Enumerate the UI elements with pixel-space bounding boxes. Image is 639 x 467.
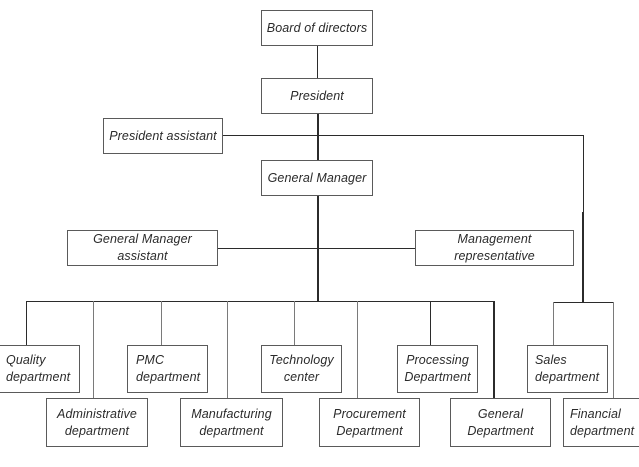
node-label: Quality department bbox=[6, 353, 71, 384]
node-label: Sales department bbox=[535, 353, 600, 384]
node-label: PMC department bbox=[136, 353, 201, 384]
connector-management-rep-horizontal bbox=[317, 248, 415, 249]
node-board-of-directors[interactable]: Board of directors bbox=[261, 10, 373, 46]
node-label: Processing Department bbox=[404, 353, 471, 384]
connector-president-assistant-drop-upper bbox=[583, 135, 584, 212]
node-processing-department[interactable]: Processing Department bbox=[397, 345, 478, 393]
node-label: Financial department bbox=[570, 406, 635, 438]
drop-general-department bbox=[493, 301, 495, 398]
node-label: Manufacturing department bbox=[191, 406, 272, 438]
drop-sales-department bbox=[553, 302, 554, 345]
drop-manufacturing-department bbox=[227, 301, 228, 398]
node-label: Technology center bbox=[269, 353, 334, 384]
node-administrative-department[interactable]: Administrative department bbox=[46, 398, 148, 447]
connector-gm-assistant-horizontal bbox=[218, 248, 318, 249]
connector-president-assistant-drop-lower bbox=[582, 212, 584, 302]
node-manufacturing-department[interactable]: Manufacturing department bbox=[180, 398, 283, 447]
node-label: Board of directors bbox=[266, 20, 368, 35]
connector-board-to-president bbox=[317, 46, 318, 78]
node-president[interactable]: President bbox=[261, 78, 373, 114]
bus-departments-right bbox=[553, 302, 614, 303]
connector-president-to-general-manager bbox=[317, 114, 319, 160]
node-technology-center[interactable]: Technology center bbox=[261, 345, 342, 393]
connector-general-manager-trunk bbox=[317, 196, 319, 302]
connector-president-assistant-horizontal bbox=[223, 135, 583, 136]
node-label: General Manager assistant bbox=[93, 232, 192, 263]
drop-processing-department bbox=[430, 301, 431, 345]
drop-procurement-department bbox=[357, 301, 358, 398]
node-quality-department[interactable]: Quality department bbox=[0, 345, 80, 393]
node-label: President assistant bbox=[109, 128, 217, 143]
node-label: President bbox=[290, 88, 344, 103]
node-financial-department[interactable]: Financial department bbox=[563, 398, 639, 447]
node-management-representative[interactable]: Management representative bbox=[415, 230, 574, 266]
node-general-manager[interactable]: General Manager bbox=[261, 160, 373, 196]
node-procurement-department[interactable]: Procurement Department bbox=[319, 398, 420, 447]
node-label: Procurement Department bbox=[333, 406, 406, 438]
drop-quality-department bbox=[26, 301, 27, 345]
drop-financial-department bbox=[613, 302, 614, 398]
node-label: Management representative bbox=[454, 232, 535, 263]
node-label: Administrative department bbox=[57, 406, 137, 438]
drop-technology-center bbox=[294, 301, 295, 345]
node-president-assistant[interactable]: President assistant bbox=[103, 118, 223, 154]
bus-departments-main bbox=[26, 301, 494, 302]
node-sales-department[interactable]: Sales department bbox=[527, 345, 608, 393]
node-general-manager-assistant[interactable]: General Manager assistant bbox=[67, 230, 218, 266]
drop-administrative-department bbox=[93, 301, 94, 398]
node-label: General Manager bbox=[267, 170, 367, 185]
node-label: General Department bbox=[467, 406, 534, 438]
drop-pmc-department bbox=[161, 301, 162, 345]
node-pmc-department[interactable]: PMC department bbox=[127, 345, 208, 393]
node-general-department[interactable]: General Department bbox=[450, 398, 551, 447]
